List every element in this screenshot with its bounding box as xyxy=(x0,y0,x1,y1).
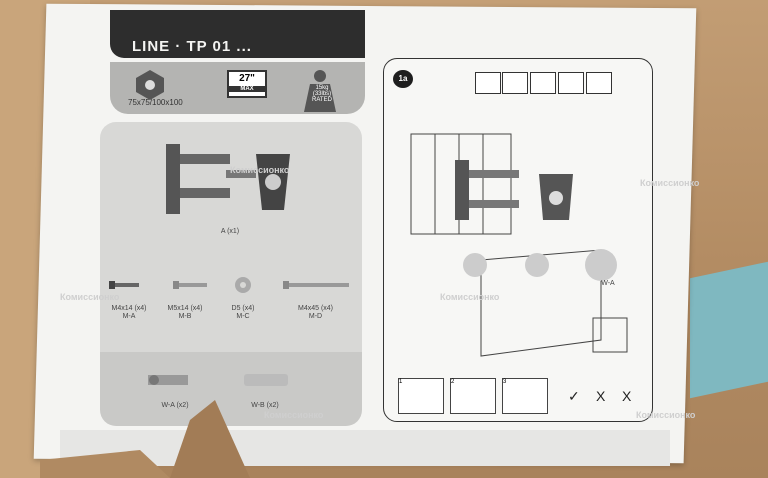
screws-illustration xyxy=(109,277,349,293)
screw-a-size: M4x14 (x4) xyxy=(111,305,147,312)
screen-spec: 27" MAX xyxy=(215,66,275,106)
watermark-5: Комиссионко xyxy=(264,410,324,420)
step-1: 1 xyxy=(398,378,444,414)
weight-icon xyxy=(304,70,336,112)
washer-code: M-C xyxy=(236,313,250,320)
load-kg: 15kg xyxy=(315,85,329,91)
vesa-icon xyxy=(136,70,164,100)
screw-d-size: M4x45 (x4) xyxy=(297,305,333,312)
step-3: 3 xyxy=(502,378,548,414)
step-1-num: 1 xyxy=(399,379,403,385)
cardboard-overlay xyxy=(40,400,250,478)
screw-b-code: M-B xyxy=(178,313,192,320)
x-mark-1: X xyxy=(596,388,606,404)
check-mark: ✓ xyxy=(568,388,580,404)
screen-max: MAX xyxy=(229,86,265,92)
screw-d-code: M-D xyxy=(308,313,323,320)
screen-size: 27" xyxy=(239,73,255,84)
washer-size: D5 (x4) xyxy=(231,305,255,312)
anchor-wa-label: W-A (x2) xyxy=(161,402,189,409)
wall-anchor-label: W-A xyxy=(601,280,615,287)
wall-tool-icon xyxy=(475,72,501,94)
screwdriver-tool-icon xyxy=(558,72,584,94)
step-2-num: 2 xyxy=(451,379,455,385)
watermark-2: Комиссионко xyxy=(60,292,120,302)
watermark-1: Комиссионко xyxy=(230,165,290,175)
level-tool-icon xyxy=(502,72,528,94)
screw-b-size: M5x14 (x4) xyxy=(167,305,203,312)
sheet-underlay xyxy=(60,430,670,466)
mounting-diagram xyxy=(410,133,628,357)
vesa-spec xyxy=(120,66,180,106)
anchor-wb-label: W-B (x2) xyxy=(251,402,279,409)
anchors-panel xyxy=(100,352,362,426)
step-panel xyxy=(383,58,653,422)
x-mark-2: X xyxy=(622,388,632,404)
watermark-4: Комиссионко xyxy=(640,178,700,188)
load-lbs: (33lbs) xyxy=(312,91,332,97)
sheet-title: LINE · TP 01 ... xyxy=(132,38,252,55)
step-badge: 1a xyxy=(393,70,413,88)
pencil-tool-icon xyxy=(530,72,556,94)
load-rated: RATED xyxy=(312,97,332,103)
step-2: 2 xyxy=(450,378,496,414)
anchors-illustration xyxy=(148,374,288,386)
load-spec xyxy=(290,66,350,112)
vesa-text: 75x75/100x100 xyxy=(128,98,183,107)
bracket-label: A (x1) xyxy=(220,228,240,235)
bracket-illustration xyxy=(166,144,290,214)
teal-object xyxy=(690,261,768,399)
screw-a-code: M-A xyxy=(122,313,136,320)
watermark-3: Комиссионко xyxy=(440,292,500,302)
drill-tool-icon xyxy=(586,72,612,94)
title-bar xyxy=(110,10,365,58)
step-3-num: 3 xyxy=(503,379,507,385)
watermark-6: Комиссионко xyxy=(636,410,696,420)
